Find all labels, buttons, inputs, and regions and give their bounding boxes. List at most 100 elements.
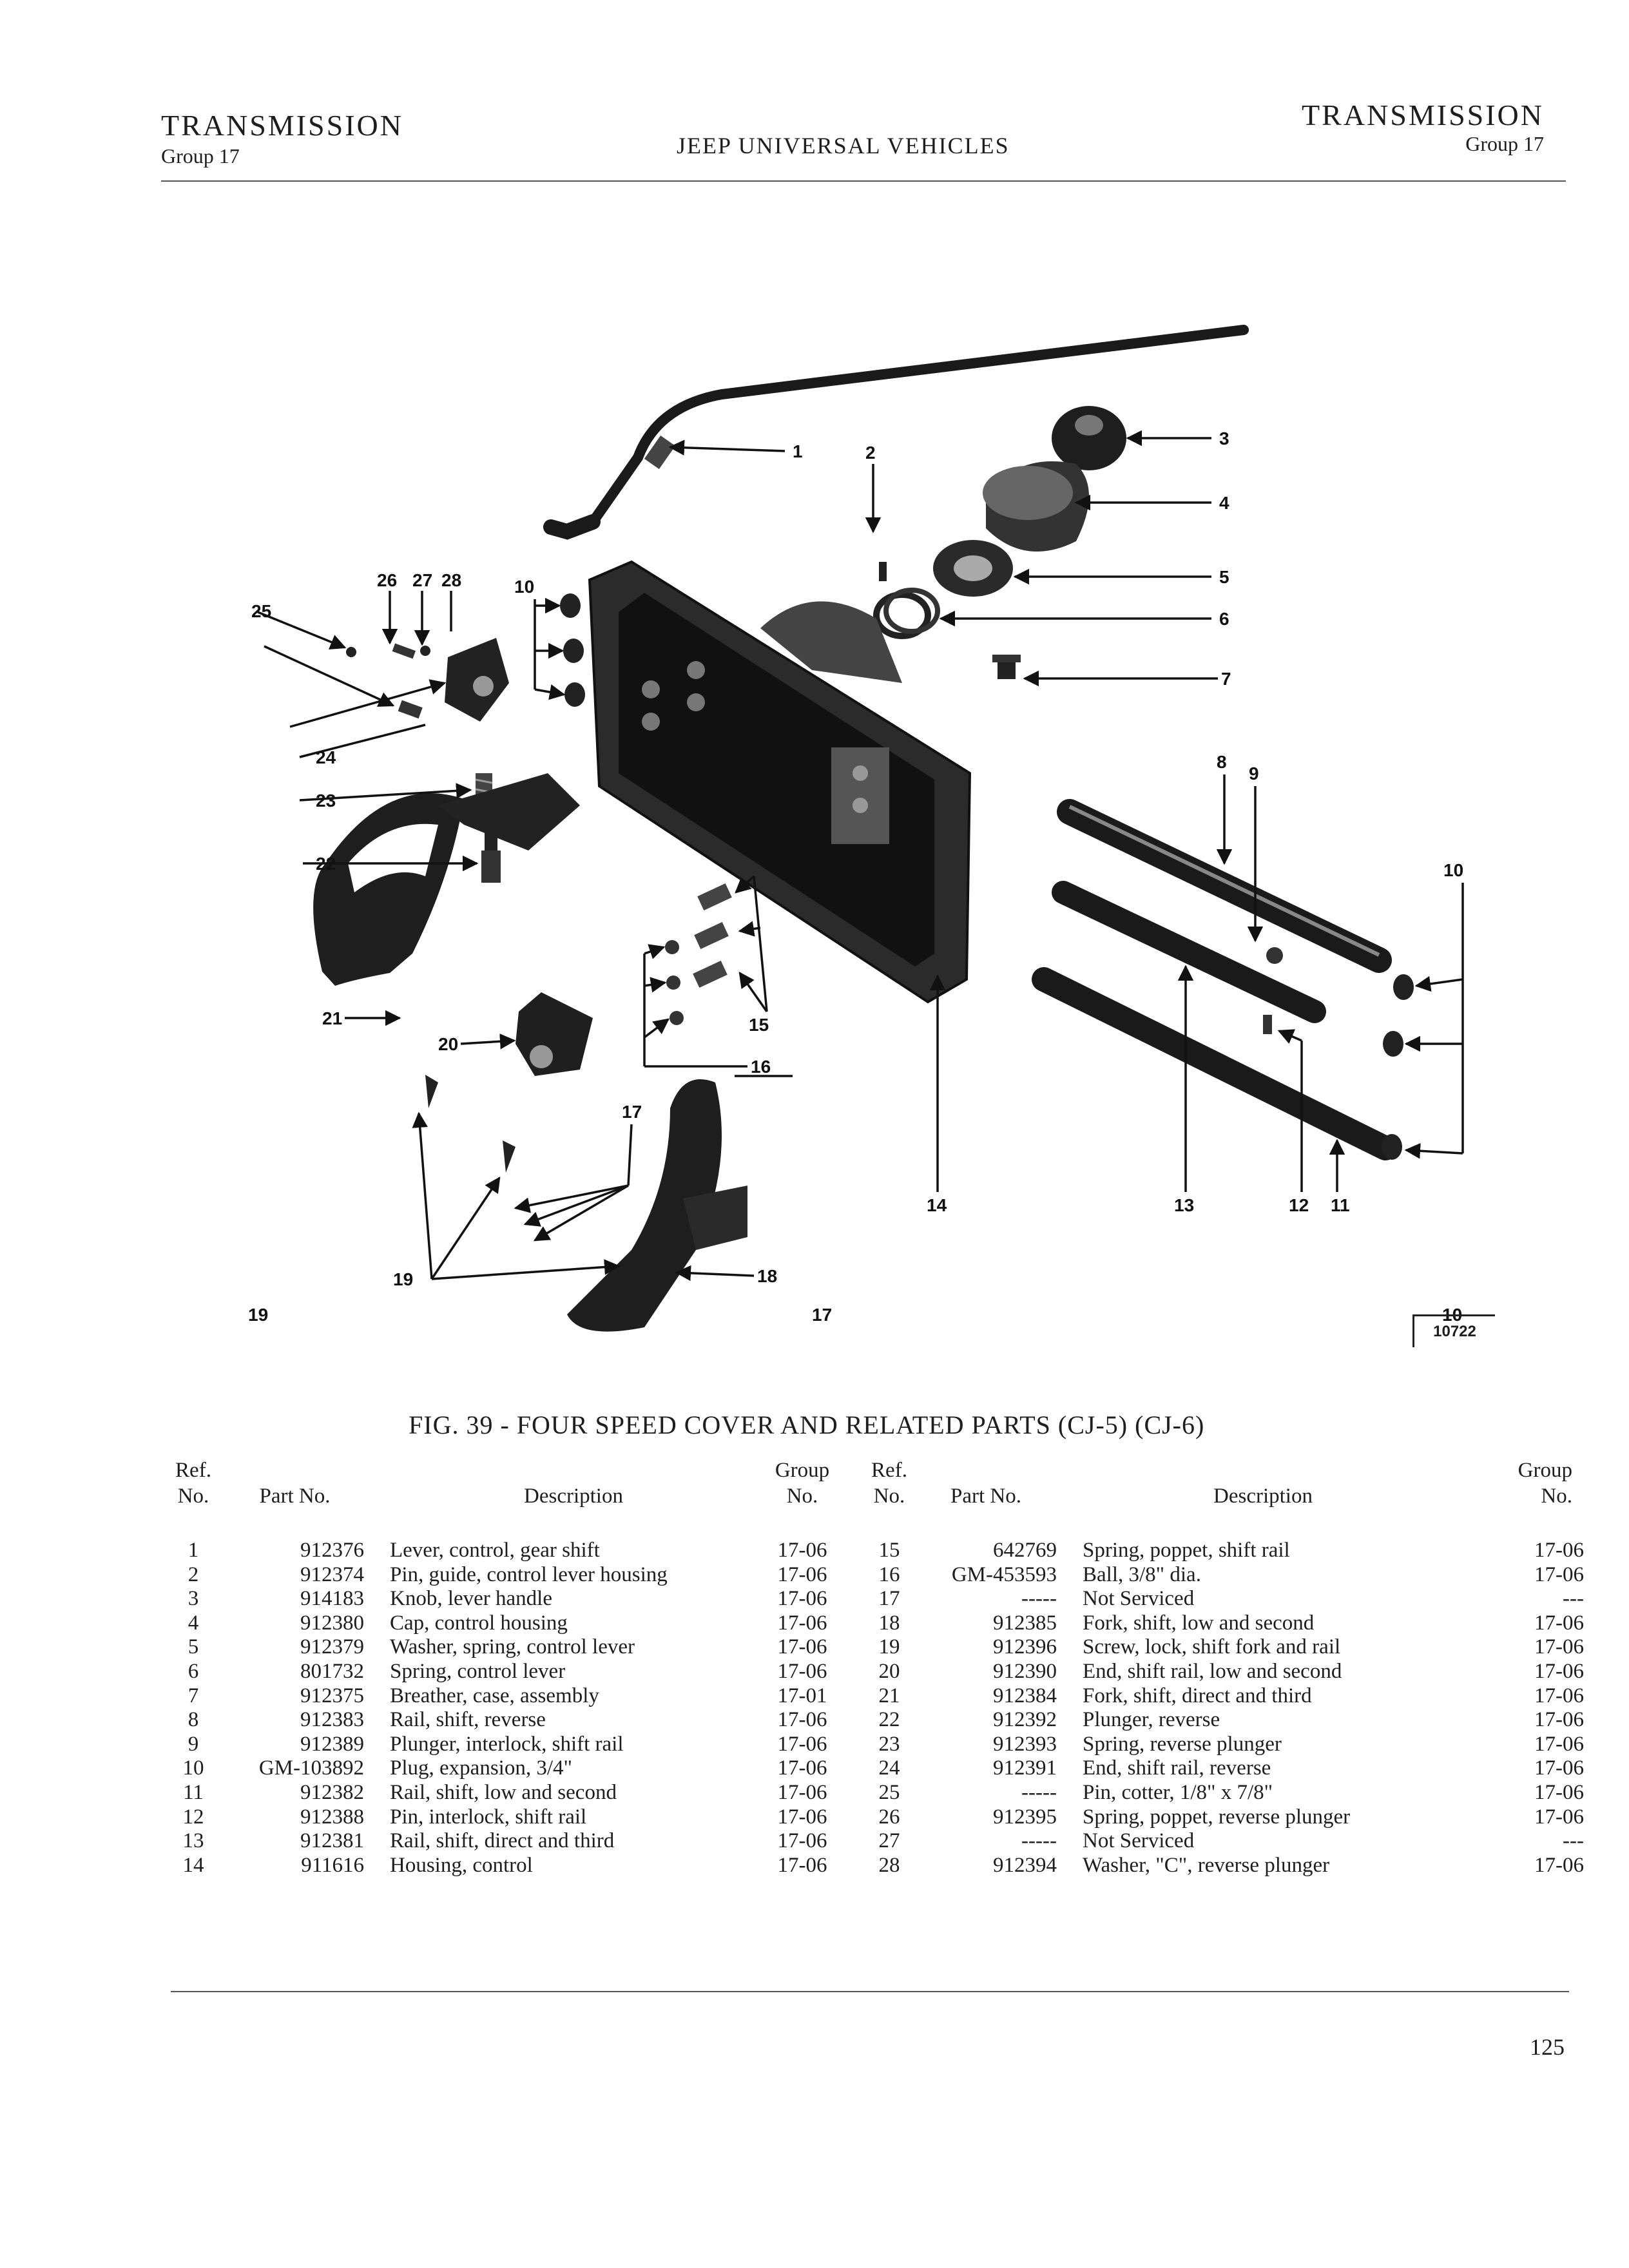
callout-number: 10 (514, 577, 534, 597)
ref-cell: 5 (188, 1635, 199, 1659)
description-cell: Plunger, interlock, shift rail (390, 1732, 624, 1756)
callout-number: 28 (441, 570, 461, 590)
part-number-cell: 912394 (993, 1853, 1057, 1877)
ref-cell: 11 (183, 1780, 204, 1804)
group-cell: 17-06 (1534, 1611, 1584, 1635)
callout-number: 25 (251, 601, 271, 621)
group-cell: 17-06 (777, 1780, 827, 1804)
breather-part (992, 655, 1021, 679)
header-rule (161, 180, 1566, 182)
group-cell: 17-06 (1534, 1780, 1584, 1804)
part-number-cell: 912388 (300, 1805, 364, 1829)
cap-part (983, 461, 1089, 552)
ref-cell: 14 (182, 1853, 204, 1877)
group-cell: 17-06 (777, 1611, 827, 1635)
reverse-shift-rail-end-part (445, 638, 509, 722)
part-number-cell: GM-103892 (258, 1756, 364, 1780)
callout-number: 24 (316, 747, 336, 767)
group-cell: 17-06 (1534, 1853, 1584, 1877)
expansion-plug-part (564, 682, 585, 707)
callout-number: 11 (1331, 1195, 1350, 1215)
part-number-cell: 912380 (300, 1611, 364, 1635)
group-cell: 17-06 (777, 1756, 827, 1780)
small-part (420, 646, 430, 656)
description-cell: Washer, spring, control lever (390, 1635, 635, 1659)
shift-lever-part (543, 325, 1249, 540)
part-number-cell: 912375 (300, 1684, 364, 1707)
part-number-cell: ----- (1021, 1780, 1057, 1804)
ref-cell: 18 (878, 1611, 900, 1635)
description-cell: End, shift rail, reverse (1083, 1756, 1271, 1780)
ref-cell: 19 (878, 1635, 900, 1659)
header-left-title: TRANSMISSION (161, 109, 403, 142)
group-cell: 17-06 (777, 1829, 827, 1853)
poppet-spring-part (392, 643, 416, 659)
ref-cell: 10 (182, 1756, 204, 1780)
description-cell: Spring, reverse plunger (1083, 1732, 1282, 1756)
callout-number: 10 (1443, 860, 1463, 880)
description-cell: Breather, case, assembly (390, 1684, 599, 1707)
group-cell: 17-06 (1534, 1732, 1584, 1756)
group-cell: 17-01 (777, 1684, 827, 1707)
description-cell: Washer, "C", reverse plunger (1083, 1853, 1330, 1877)
table-row: 28 912394 Washer, "C", reverse plunger 17-0… (863, 1854, 1585, 1878)
part-number-cell: 912382 (300, 1780, 364, 1804)
part-number-cell: 642769 (993, 1539, 1057, 1562)
header-right-group: Group 17 (1465, 132, 1544, 155)
group-cell: 17-06 (777, 1732, 827, 1756)
group-cell: 17-06 (1534, 1684, 1584, 1707)
group-cell: 17-06 (1534, 1756, 1584, 1780)
ref-cell: 25 (878, 1780, 900, 1804)
ref-cell: 27 (878, 1829, 900, 1853)
part-number-cell: 912385 (993, 1611, 1057, 1635)
callout-number: 16 (751, 1057, 771, 1077)
callout-number: 5 (1219, 567, 1229, 587)
fork-direct-and-third-part (313, 773, 580, 986)
ref-cell: 6 (188, 1659, 199, 1683)
description-cell: Housing, control (390, 1853, 533, 1877)
table-row: 10 GM-103892 Plug, expansion, 3/4" 17-06 (161, 1756, 847, 1781)
ref-cell: 8 (188, 1708, 199, 1732)
exploded-parts-diagram: 1 2 3 4 5 6 7 8 9 10 10 10 11 12 13 14 1… (248, 325, 1464, 1332)
ref-cell: 24 (878, 1756, 900, 1780)
group-cell: 17-06 (777, 1562, 827, 1586)
description-cell: Screw, lock, shift fork and rail (1083, 1635, 1341, 1659)
part-number-cell: 912376 (300, 1539, 364, 1562)
callout-number: 12 (1289, 1195, 1309, 1215)
part-number-cell: 912393 (993, 1732, 1057, 1756)
group-cell: 17-06 (777, 1805, 827, 1829)
page-number: 125 (1530, 2034, 1565, 2060)
expansion-plug-part (1393, 974, 1414, 1000)
table-row: 27-----Not Serviced--- (863, 1829, 1585, 1854)
description-cell: Plug, expansion, 3/4" (390, 1756, 572, 1780)
callout-number: 26 (377, 570, 397, 590)
poppet-ball-part (665, 940, 679, 954)
description-cell: Cap, control housing (390, 1611, 568, 1635)
part-number-cell: 912379 (300, 1635, 364, 1659)
ref-cell: 16 (878, 1562, 900, 1586)
header-right-title: TRANSMISSION (1302, 99, 1544, 131)
poppet-springs-part (693, 883, 732, 988)
callout-number: 13 (1174, 1195, 1194, 1215)
header-center-title: JEEP UNIVERSAL VEHICLES (677, 133, 1010, 159)
control-lever-spring-part (873, 588, 940, 639)
part-number-cell: 912390 (993, 1659, 1057, 1683)
group-cell: 17-06 (777, 1853, 827, 1877)
ref-cell: 28 (878, 1853, 900, 1877)
ref-header: Ref.No. (871, 1459, 907, 1508)
description-cell: Fork, shift, direct and third (1083, 1684, 1312, 1707)
